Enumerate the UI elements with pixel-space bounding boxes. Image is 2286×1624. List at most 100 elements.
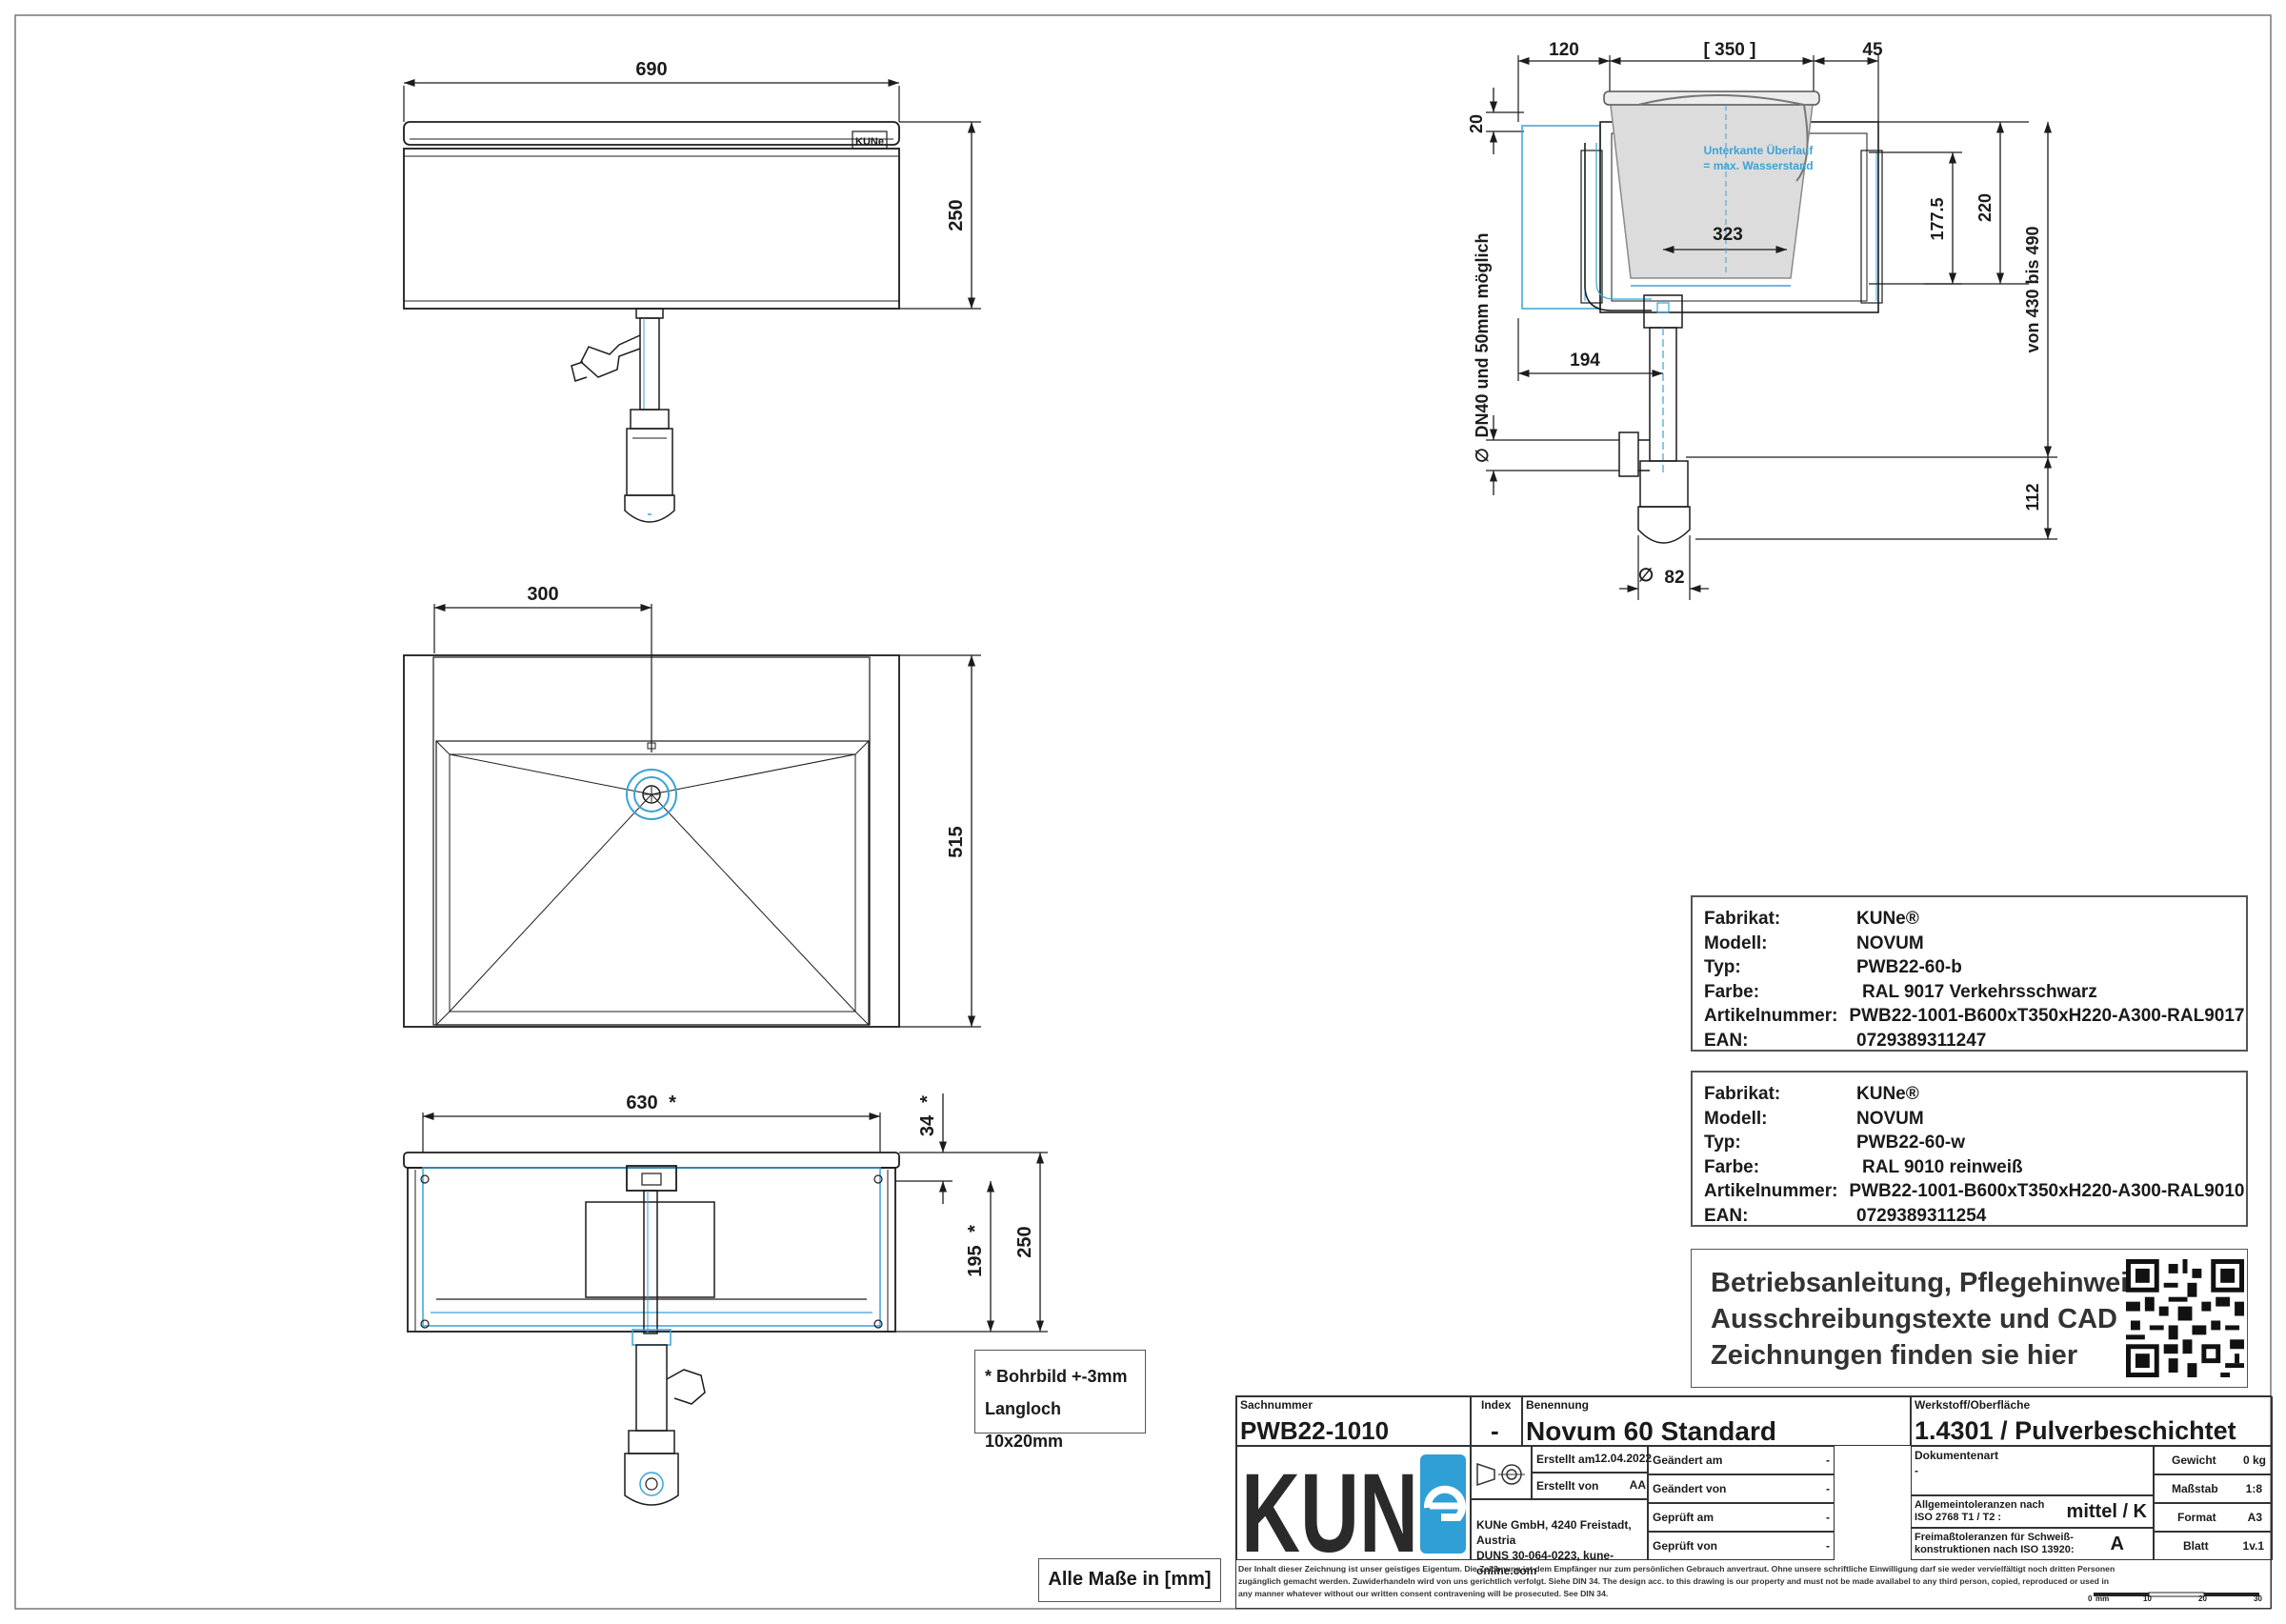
spec-row: Fabrikat: KUNe® [1704,1082,2235,1107]
spec-key: Artikelnummer: [1704,1006,1838,1026]
section-install-dim: von 430 bis 490 [2023,226,2042,352]
disclaimer-line-2: zugänglich gemacht werden. Zuwiderhandel… [1238,1576,2109,1586]
gewicht: 0 kg [2242,1454,2266,1467]
spec-key: Typ: [1704,1133,1741,1153]
geprueft-am-label: Geprüft am [1653,1511,1714,1524]
blatt: 1v.1 [2242,1539,2264,1553]
spec-value: KUNe® [1856,909,1919,929]
spec-row: Modell: NOVUM [1704,932,2235,956]
geaendert-am-label: Geändert am [1653,1454,1723,1467]
tol-label-2: ISO 2768 T1 / T2 : [1915,1512,2002,1523]
tolerance: mittel / K [2066,1501,2147,1522]
section-rim-dim: 20 [1467,114,1486,133]
section-dn-dia: ∅ [1473,448,1492,463]
section-trap-dim: 112 [2023,483,2042,511]
front-width-dim: 690 [635,59,667,80]
projection-symbol-icon [1471,1446,1532,1499]
section-left-dim: 120 [1549,40,1579,60]
erstellt-am-label: Erstellt am [1536,1453,1595,1466]
section-inner-dim: 323 [1713,225,1743,245]
spec-row: Artikelnummer: PWB22-1001-B600xT350xH220-… [1704,1179,2244,1204]
slot-note-line: Langloch 10x20mm [985,1399,1064,1451]
section-depth-dim: 220 [1975,193,1995,222]
erstellt-von: AA [1629,1478,1646,1492]
front-height-dim: 250 [946,199,967,231]
spec-row: Farbe:RAL 9017 Verkehrsschwarz [1704,980,2235,1005]
index: - [1491,1416,1499,1445]
section-trap-dia: 82 [1664,568,1684,588]
section-trap-dia-sym: ∅ [1638,566,1654,586]
scale-bar [2094,1592,2259,1597]
spec-row: EAN:0729389311247 [1704,1029,2235,1053]
spec-key: Modell: [1704,932,1768,953]
spec-row: Fabrikat: KUNe® [1704,907,2235,932]
scale-20: 20 [2198,1594,2207,1603]
werkstoff-label: Werkstoff/Oberfläche [1915,1398,2031,1412]
disclaimer: Der Inhalt dieser Zeichnung ist unser ge… [1238,1563,2210,1600]
spec-value: NOVUM [1856,1108,1924,1129]
spec-row: Farbe: RAL 9010 reinweiß [1704,1155,2235,1180]
section-right-dim: 45 [1862,40,1883,60]
benennung: Novum 60 Standard [1526,1416,1776,1446]
rear-offset-star: * [917,1095,938,1103]
weld-tolerance: A [2110,1534,2124,1554]
geprueft-von: - [1826,1539,1830,1553]
rear-hole-star: * [965,1225,986,1233]
sachnummer-label: Sachnummer [1240,1398,1313,1412]
duns: DUNS 30-064-0223, kune-online.com [1476,1549,1614,1577]
spec-value: RAL 9017 Verkehrsschwarz [1862,981,2097,1002]
units-note: Alle Maße in [mm] [1038,1558,1221,1602]
qr-code-icon[interactable] [2126,1257,2244,1379]
spec-value: KUNe® [1856,1084,1919,1104]
spec-value: NOVUM [1856,932,1924,953]
bore-note: * Bohrbild +-3mm Langloch 10x20mm [974,1350,1146,1451]
title-block: Sachnummer PWB22-1010 Index - Benennung … [1235,1395,2273,1609]
disclaimer-line-1: Der Inhalt dieser Zeichnung ist unser ge… [1238,1564,2116,1574]
spec-key: EAN: [1704,1030,1749,1051]
sachnummer: PWB22-1010 [1240,1416,1390,1445]
erstellt-am: 12.04.2022 [1594,1452,1653,1465]
spec-value: 0729389311254 [1856,1205,1987,1226]
spec-row: Typ: PWB22-60-w [1704,1131,2235,1155]
spec-key: Artikelnummer: [1704,1181,1838,1201]
spec-key: Fabrikat: [1704,1084,1781,1104]
spec-key: Farbe: [1704,1156,1760,1177]
spec-value: PWB22-60-w [1856,1133,1966,1153]
geaendert-am: - [1826,1454,1830,1467]
rear-width-dim: 630 [626,1093,657,1113]
spec-value: RAL 9010 reinweiß [1862,1156,2023,1177]
massstab-label: Maßstab [2172,1482,2218,1495]
scale-0: 0 [2088,1594,2093,1603]
spec-row: EAN:0729389311254 [1704,1204,2235,1229]
company: KUNe GmbH, 4240 Freistadt, Austria [1476,1518,1632,1547]
weld-label-1: Freimaßtoleranzen für Schweiß- [1915,1532,2074,1543]
top-offset-dim: 300 [527,584,558,605]
spec-key: Fabrikat: [1704,909,1781,929]
top-view [403,603,981,1028]
spec-key: Modell: [1704,1108,1768,1129]
rear-width-star: * [669,1093,676,1113]
weld-label-2: konstruktionen nach ISO 13920: [1915,1544,2075,1555]
section-dn-note: DN40 und 50mm möglich [1473,232,1492,437]
disclaimer-line-3: any manner whatever without our written … [1238,1589,1609,1598]
docs-line-3: Zeichnungen finden sie hier [1711,1340,2078,1371]
benennung-label: Benennung [1526,1398,1589,1412]
blatt-label: Blatt [2183,1539,2209,1553]
spec-box-white: Fabrikat: KUNe® Modell: NOVUM Typ: PWB22-60-w… [1691,1071,2248,1227]
index-label: Index [1481,1398,1512,1412]
spec-box-black: Fabrikat: KUNe® Modell: NOVUM Typ: PWB22-60-b… [1691,895,2248,1052]
spec-key: Typ: [1704,957,1741,977]
format: A3 [2247,1511,2262,1524]
geprueft-von-label: Geprüft von [1653,1539,1717,1553]
dokumentenart-label: Dokumentenart [1915,1449,1999,1462]
spec-value: PWB22-1001-B600xT350xH220-A300-RAL9010 [1849,1181,2245,1201]
scale-unit: mm [2096,1594,2110,1603]
dokumentenart: - [1915,1464,1918,1477]
erstellt-von-label: Erstellt von [1536,1479,1599,1493]
section-drain-dim: 194 [1570,351,1600,371]
geaendert-von-label: Geändert von [1653,1482,1727,1495]
spec-value: PWB22-60-b [1856,957,1962,977]
werkstoff: 1.4301 / Pulverbeschichtet [1915,1416,2236,1445]
front-logo: KUNe [855,136,884,148]
